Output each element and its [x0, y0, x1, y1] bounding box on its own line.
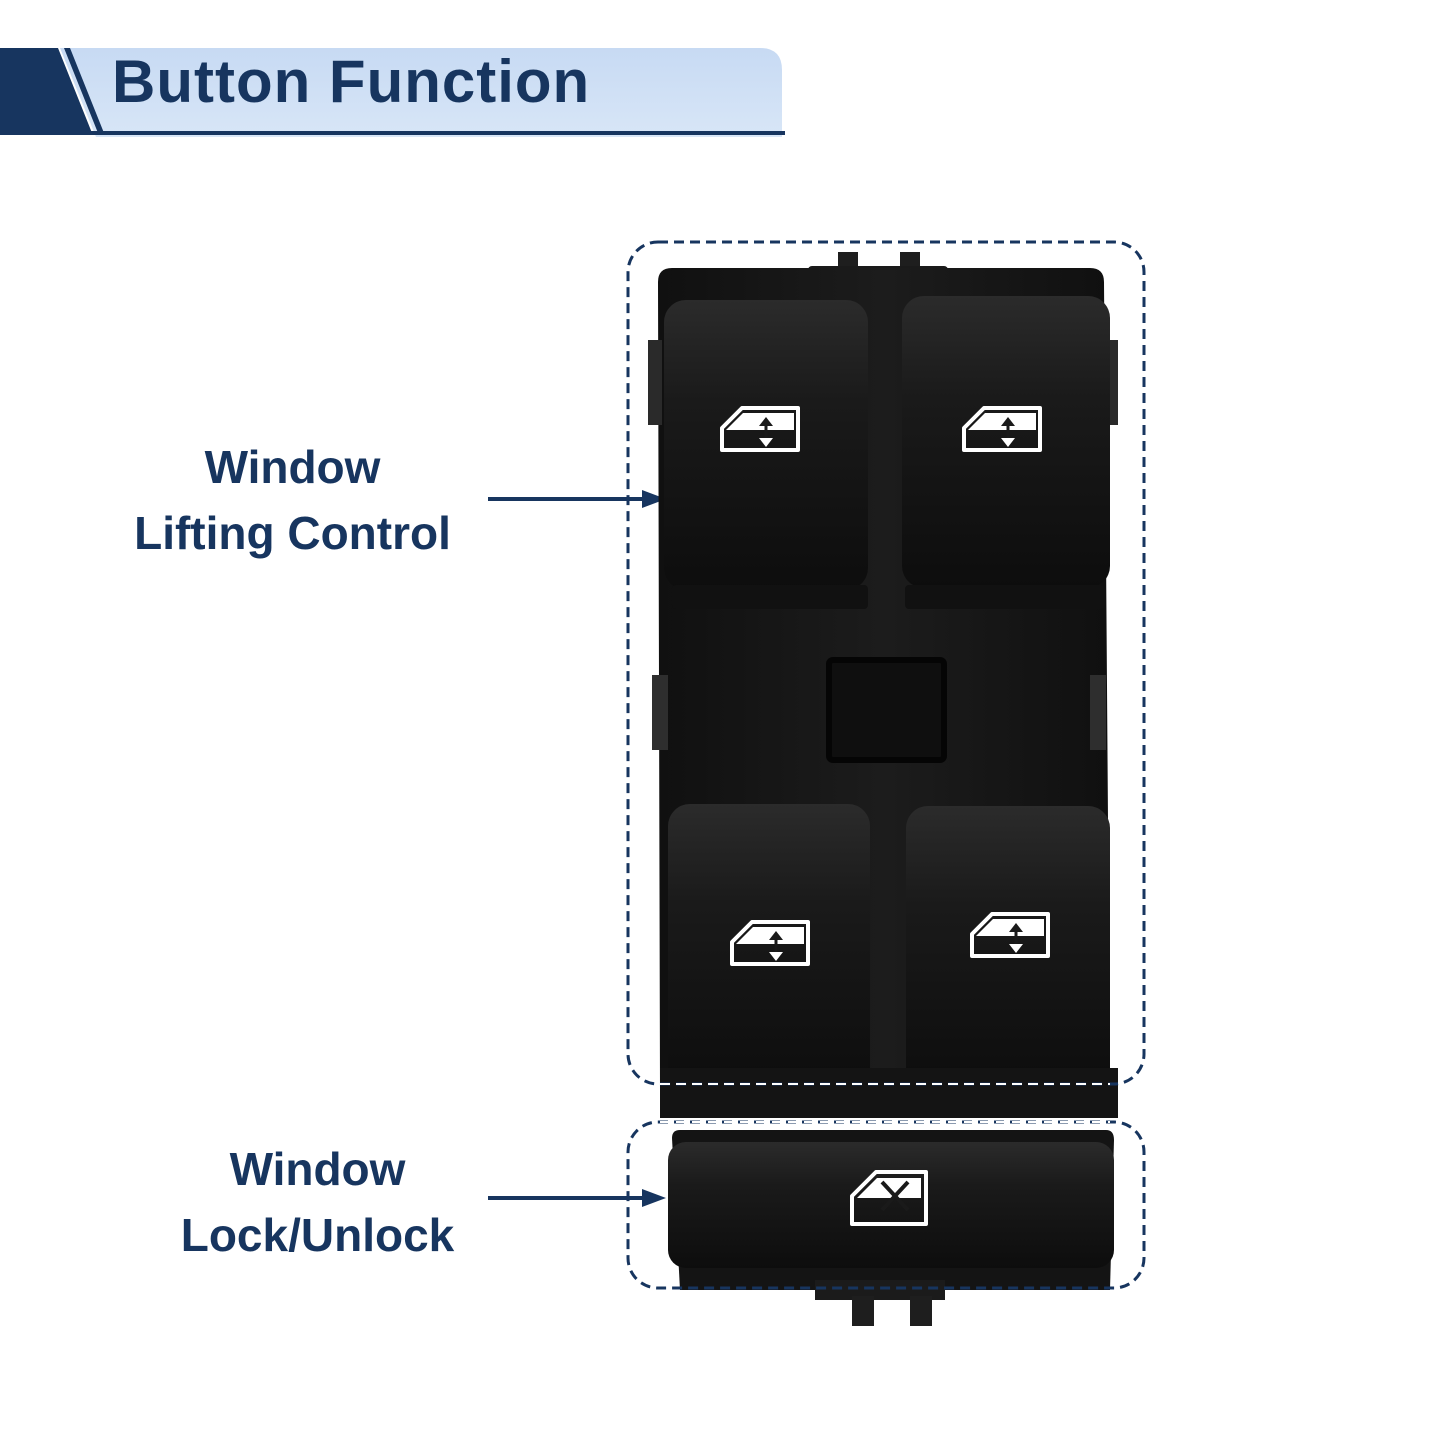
front-right-window-button[interactable]: [902, 296, 1110, 609]
bottom-pin: [852, 1296, 874, 1326]
lifting-label-line1: Window: [204, 441, 381, 493]
lock-arrow: [488, 1189, 666, 1207]
window-switch-panel: [648, 252, 1118, 1326]
lock-label-line2: Lock/Unlock: [180, 1209, 455, 1261]
bottom-pin: [910, 1296, 932, 1326]
section-header: [0, 45, 785, 137]
rear-right-window-button[interactable]: [906, 806, 1110, 1090]
header-banner-shape: [0, 48, 785, 137]
rear-left-window-button[interactable]: [668, 804, 870, 1090]
lifting-arrow: [488, 490, 666, 508]
lock-unlock-label: Window Lock/Unlock: [140, 1136, 495, 1268]
lock-unlock-outline: [626, 1120, 1146, 1290]
callout-outlines: [626, 240, 1146, 1290]
window-lock-button[interactable]: [668, 1142, 1114, 1268]
lock-label-line1: Window: [229, 1143, 406, 1195]
lifting-control-outline: [626, 240, 1146, 1086]
page-title: Button Function: [112, 48, 591, 115]
lifting-control-label: Window Lifting Control: [100, 434, 485, 566]
front-left-window-button[interactable]: [664, 300, 868, 609]
center-indicator: [826, 657, 947, 763]
lifting-label-line2: Lifting Control: [134, 507, 451, 559]
